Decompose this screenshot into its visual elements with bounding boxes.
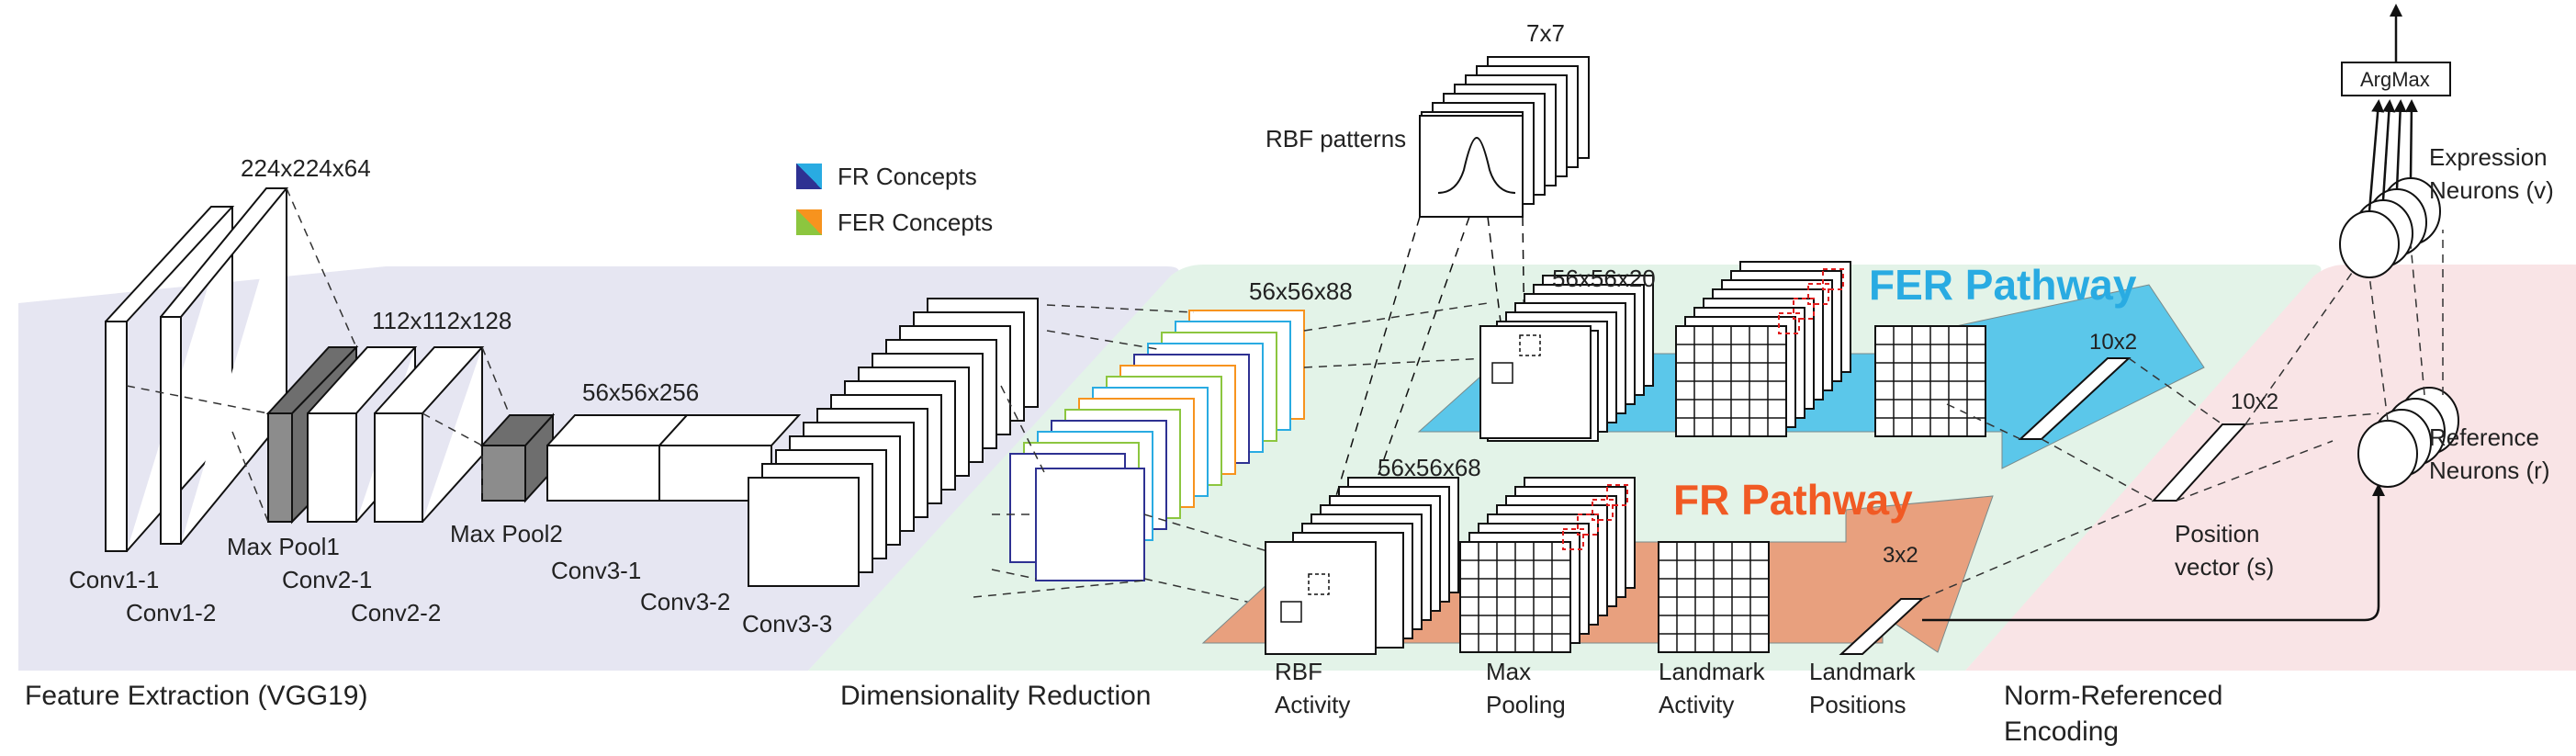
max-pool2-label: Max Pool2: [450, 520, 563, 547]
neuron-labels: Expression Neurons (v) Reference Neurons…: [2429, 143, 2554, 484]
conv3-3-label: Conv3-3: [742, 610, 832, 638]
argmax-arrows: [2368, 4, 2418, 212]
fr-max-pool-slab-red-mark: [1592, 499, 1614, 521]
rbf-kernel-cube: [1491, 362, 1513, 384]
vgg19-layers: [105, 187, 1039, 587]
dim-224: 224x224x64: [241, 154, 371, 182]
rbf-patterns-stack: [1419, 56, 1590, 218]
reference-neurons-label-1: Reference: [2429, 423, 2539, 451]
norm-referenced-title-1: Norm-Referenced: [2004, 681, 2222, 711]
pathway-dim-labels: 10x2 10x2 3x2: [1883, 330, 2278, 568]
rbf-kernel-cube-dashed: [1308, 573, 1330, 595]
conv3-3-stack: [748, 298, 1039, 587]
landmark-bars: [1839, 357, 2248, 655]
landmark-activity-label-1: Landmark: [1659, 658, 1766, 685]
fr-rbf-stack: [1265, 477, 1459, 655]
reference-neurons-label-2: Neurons (r): [2429, 457, 2549, 484]
rbf-kernel-cube-dashed: [1519, 334, 1541, 356]
position-vector-label-1: Position: [2175, 520, 2260, 547]
dim-10x2-a: 10x2: [2089, 330, 2137, 355]
rbf-kernel-cube: [1280, 601, 1302, 623]
conv3-2-label: Conv3-2: [640, 588, 730, 615]
expression-neurons-label-2: Neurons (v): [2429, 176, 2554, 204]
dim-56-20: 56x56x20: [1552, 265, 1656, 292]
conv1-2-block: [160, 187, 289, 545]
landmark-positions-label-1: Landmark: [1809, 658, 1917, 685]
reference-neurons: [2357, 387, 2459, 488]
dimensionality-reduction-title: Dimensionality Reduction: [840, 681, 1152, 711]
fer-rbf-stack: [1479, 275, 1654, 442]
conv2-2-label: Conv2-2: [351, 599, 441, 626]
legend: FR Concepts FER Concepts: [796, 163, 993, 236]
landmark-activity-label-2: Activity: [1659, 691, 1734, 718]
fer-max-pool-slab-red-mark: [1822, 268, 1844, 290]
max-pooling-label-2: Pooling: [1486, 691, 1566, 718]
rbf-activity-label-1: RBF: [1275, 658, 1322, 685]
fer-max-pool-slab-red-mark: [1793, 298, 1815, 320]
feature-labels: 224x224x64 112x112x128 56x56x256 Conv1-1…: [25, 154, 832, 711]
conv1-2-label: Conv1-2: [126, 599, 216, 626]
dim-7x7: 7x7: [1526, 19, 1565, 47]
max-pool1-block: [267, 412, 293, 523]
conv3-3-slab: [748, 477, 860, 587]
expression-neurons-label-1: Expression: [2429, 143, 2548, 171]
argmax-box: [2341, 62, 2451, 96]
landmark-positions-label-2: Positions: [1809, 691, 1907, 718]
dim-56-256: 56x56x256: [582, 378, 699, 406]
fer-pathway-label: FER Pathway: [1869, 261, 2137, 309]
dim-10x2-b: 10x2: [2231, 389, 2278, 414]
norm-referenced-panel: [1965, 265, 2576, 671]
max-pool2-block: [481, 445, 526, 502]
max-pool1-label: Max Pool1: [227, 533, 340, 560]
conv3-1-label: Conv3-1: [551, 557, 641, 584]
dim-112: 112x112x128: [372, 307, 512, 334]
fr-concepts-swatch: [796, 164, 822, 189]
concept-maps: [1009, 310, 1305, 581]
reference-to-expression: [2368, 230, 2444, 422]
max-pooling-label-1: Max: [1486, 658, 1531, 685]
position-connectors: [1921, 247, 2379, 600]
conv2-1-label: Conv2-1: [282, 566, 372, 593]
fr-max-pool-slab-red-mark: [1562, 528, 1584, 550]
dim-56-68: 56x56x68: [1378, 454, 1481, 481]
expression-neurons: [2339, 177, 2441, 278]
fer-concepts-swatch: [796, 209, 822, 235]
pathway-bottom-labels: RBF Activity Max Pooling Landmark Activi…: [1275, 520, 2274, 747]
dimred-connectors: [973, 302, 1489, 607]
position-vector-label-2: vector (s): [2175, 553, 2274, 581]
fr-pathway-label: FR Pathway: [1673, 476, 1913, 524]
fer-max-pool-slab-red-mark: [1778, 312, 1800, 334]
norm-referenced-title-2: Encoding: [2004, 717, 2119, 747]
fr-concepts-label: FR Concepts: [838, 163, 977, 190]
fr-max-pool-slab-red-mark: [1606, 484, 1628, 506]
argmax-label: ArgMax: [2360, 68, 2430, 91]
dimred-labels: 56x56x88 Dimensionality Reduction: [840, 277, 1353, 711]
dim-56-88: 56x56x88: [1249, 277, 1353, 305]
fr-to-reference-arrow: [1922, 483, 2385, 622]
grid-stacks: [1280, 261, 1986, 653]
gaussian-curve: [1437, 136, 1516, 194]
rbf-activity-label-2: Activity: [1275, 691, 1350, 718]
fer-concepts-label: FER Concepts: [838, 209, 993, 236]
feature-extraction-title: Feature Extraction (VGG19): [25, 681, 367, 711]
feature-connectors: [126, 187, 511, 523]
conv1-1-label: Conv1-1: [69, 566, 159, 593]
dim-3x2: 3x2: [1883, 543, 1918, 568]
rbf-patterns-label: RBF patterns: [1266, 125, 1406, 152]
fer-max-pool-slab-red-mark: [1807, 283, 1829, 305]
fr-max-pool-slab-red-mark: [1577, 513, 1599, 536]
